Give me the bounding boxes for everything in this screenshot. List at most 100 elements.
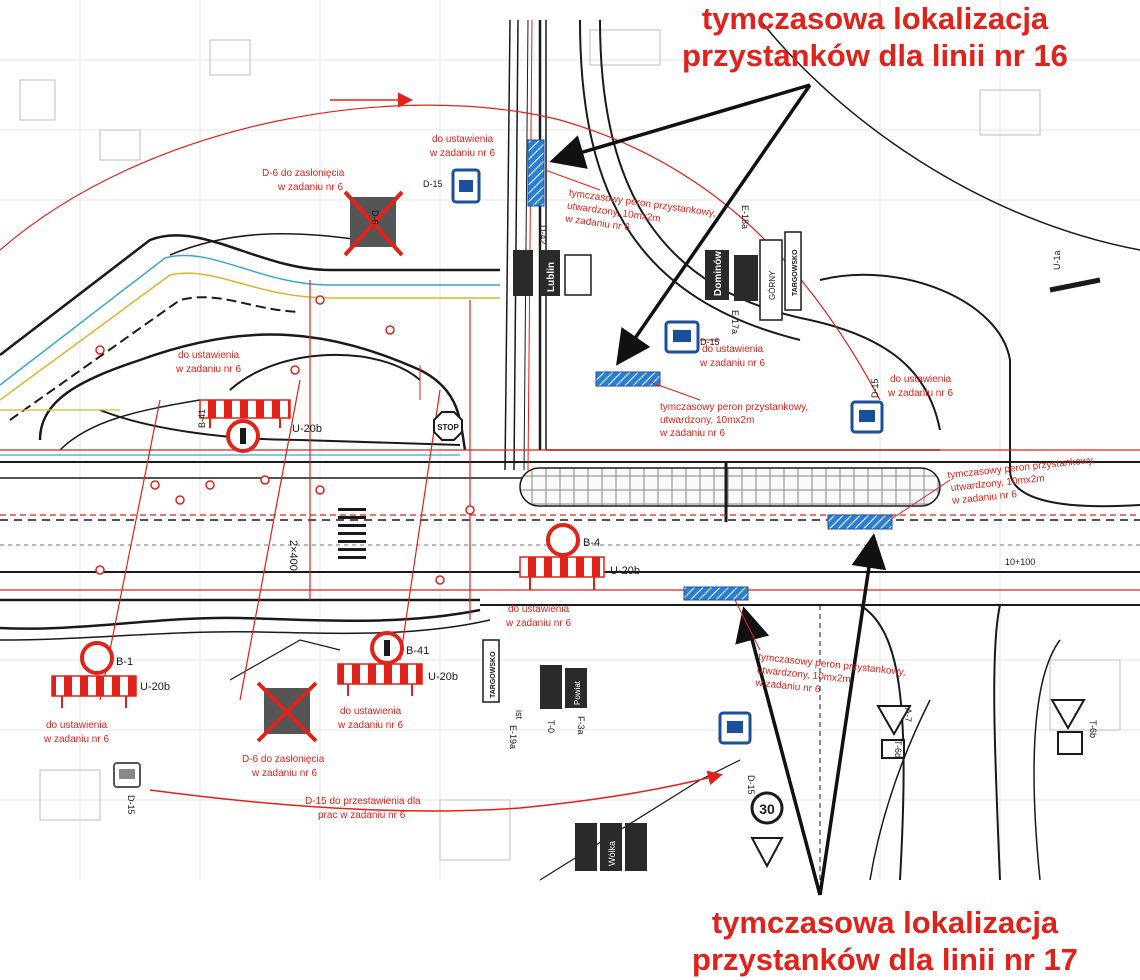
- headline-16-line1: tymczasowa lokalizacja: [701, 1, 1049, 36]
- code-ist: ist: [514, 710, 524, 719]
- note-line: tymczasowy peron przystankowy,: [660, 402, 808, 413]
- gorny-label: GÓRNY: [768, 270, 777, 300]
- platform-line17-east: [827, 514, 893, 530]
- note-line: D-15 do przestawienia dla: [305, 796, 421, 807]
- note-relocate: D-15 do przestawienia dla prac w zadaniu…: [305, 796, 421, 821]
- note-line: w zadaniu nr 6: [337, 720, 403, 731]
- note-line: w zadaniu nr 6: [251, 768, 317, 779]
- platform-line17-south: [683, 586, 749, 601]
- no-entry-sign-icon: [546, 523, 580, 557]
- stop-sign-icon: STOP: [433, 411, 463, 441]
- headline-line-16: tymczasowa lokalizacja przystanków dla l…: [640, 0, 1110, 74]
- lublin-label: Lublin: [546, 262, 557, 292]
- barrier-icon: [199, 399, 291, 428]
- code-e19a: E-19a: [508, 725, 518, 749]
- stop-sign-text: STOP: [437, 423, 459, 432]
- arrow-line17-b: [818, 533, 887, 896]
- powiat-label: Powiat: [573, 680, 582, 705]
- code-t6d: T-6d: [893, 740, 903, 758]
- no-pedestrians-sign-icon: [370, 631, 404, 665]
- note-set-6-b: do ustawienia w zadaniu nr 6: [175, 350, 241, 375]
- note-line: w zadaniu nr 6: [699, 358, 765, 369]
- relocate-arrow: [149, 770, 723, 812]
- note-platform-1: tymczasowy peron przystankowy, utwardzon…: [564, 188, 717, 234]
- arrow-line17-a: [735, 606, 822, 896]
- direction-sign-targowsko: TARGOWSKO Powiat: [482, 639, 587, 709]
- tram-median: [519, 462, 941, 522]
- code-u20b-d: U-20b: [428, 671, 458, 683]
- code-f3a: F-3a: [576, 716, 586, 735]
- platform-line16-north: [527, 139, 545, 207]
- headline-17-line1: tymczasowa lokalizacja: [711, 905, 1059, 940]
- end-sign-icon: [1049, 277, 1101, 293]
- give-way-sign-icon: [876, 705, 912, 759]
- code-e17a: E-17a: [730, 310, 740, 334]
- note-set-6-c: do ustawienia w zadaniu nr 6: [699, 344, 765, 369]
- north-road: [538, 19, 1140, 508]
- targowsko-label: TARGOWSKO: [490, 651, 497, 698]
- building-outlines: [19, 29, 1121, 861]
- code-b4: B-4: [583, 537, 600, 549]
- note-line: w zadaniu nr 6: [887, 388, 953, 399]
- code-b1: B-1: [116, 656, 133, 668]
- dimension-label: 2×400: [287, 540, 299, 571]
- arrow-line16-b: [616, 84, 812, 366]
- note-line: do ustawienia: [178, 350, 240, 361]
- barrier-icon: [519, 556, 605, 590]
- note-line: do ustawienia: [46, 720, 108, 731]
- barrier-icon: [337, 663, 423, 696]
- note-line: do ustawienia: [702, 344, 764, 355]
- code-d15-c: D-15: [870, 378, 880, 398]
- headline-16-line2: przystanków dla linii nr 16: [682, 38, 1068, 73]
- note-line: do ustawienia: [508, 604, 570, 615]
- note-set-6-e: do ustawienia w zadaniu nr 6: [505, 604, 571, 629]
- note-line: do ustawienia: [340, 706, 402, 717]
- speed-limit-sign-icon: 30: [750, 791, 784, 869]
- code-d42: D-42: [538, 225, 548, 245]
- leader-arrows: [549, 83, 887, 896]
- note-line: w zadaniu nr 6: [175, 364, 241, 375]
- bus-stop-sign-icon: [113, 762, 141, 788]
- left-roads: [0, 233, 500, 456]
- crossed-sign-icon: [343, 190, 404, 257]
- code-e18a: E-18a: [740, 205, 750, 229]
- no-pedestrians-sign-icon: [226, 419, 260, 453]
- background-grid: [0, 0, 1140, 880]
- code-d15-e: D-15: [126, 795, 136, 815]
- note-line: D-6 do zasłonięcia: [262, 168, 345, 179]
- code-a7: A-7: [903, 708, 913, 722]
- note-line: do ustawienia: [890, 374, 952, 385]
- crosswalk: [338, 508, 366, 559]
- no-entry-sign-icon: [80, 641, 114, 675]
- bus-stop-sign-icon: [451, 168, 481, 204]
- headline-line-17: tymczasowa lokalizacja przystanków dla l…: [650, 904, 1120, 978]
- speed-limit-value: 30: [759, 801, 775, 817]
- code-t6b: T-6b: [1088, 720, 1098, 738]
- arrow-line16-a: [549, 83, 811, 169]
- code-u1a: U-1a: [1052, 250, 1062, 270]
- red-work-lines: [0, 104, 1140, 701]
- dominow-label: Dominów: [713, 251, 724, 296]
- code-u20b-b: U-20b: [610, 565, 640, 577]
- note-d6-cover-top: D-6 do zasłonięcia w zadaniu nr 6: [262, 168, 345, 193]
- code-d15-b: D-15: [700, 337, 720, 347]
- code-b41-b: B-41: [197, 409, 207, 428]
- code-d15-d: D-15: [746, 775, 756, 795]
- note-leaders: [419, 169, 951, 651]
- headline-17-line2: przystanków dla linii nr 17: [692, 942, 1078, 977]
- code-u20b-c: U-20b: [140, 681, 170, 693]
- note-line: D-6 do zasłonięcia: [242, 754, 325, 765]
- note-line: prac w zadaniu nr 6: [318, 810, 406, 821]
- wolka-label: Wólka: [607, 841, 617, 866]
- barrier-icon: [51, 675, 137, 708]
- note-set-6-d: do ustawienia w zadaniu nr 6: [887, 374, 953, 399]
- note-d6-cover-bottom: D-6 do zasłonięcia w zadaniu nr 6: [242, 754, 325, 779]
- code-d6: D-6: [370, 210, 380, 225]
- crossed-sign-icon: [256, 681, 318, 743]
- bus-stop-sign-icon: [664, 320, 700, 354]
- note-platform-2: tymczasowy peron przystankowy, utwardzon…: [659, 402, 808, 439]
- note-set-6-f: do ustawienia w zadaniu nr 6: [43, 720, 109, 745]
- temporary-platforms: [527, 139, 893, 601]
- sign-code-labels: D-15 D-15 D-15 D-15 D-15 D-6 D-42 E-18a …: [116, 179, 1098, 815]
